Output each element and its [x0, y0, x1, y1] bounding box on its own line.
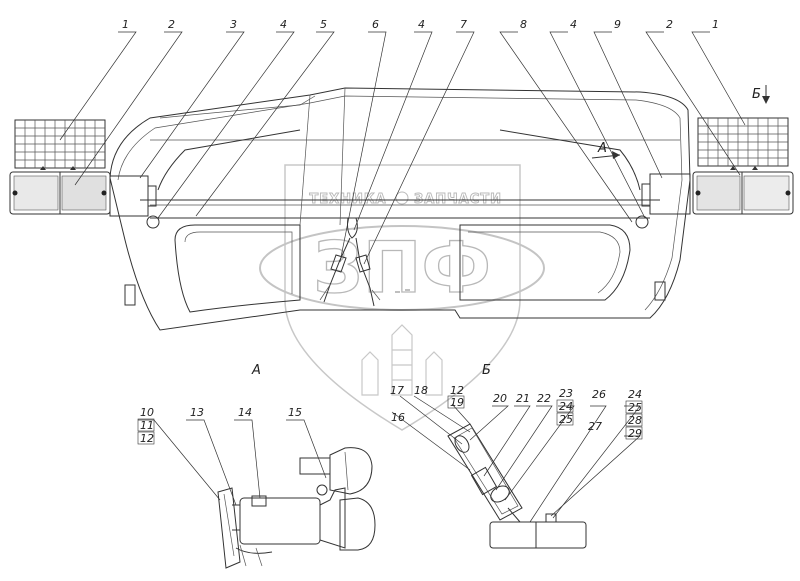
- top-callouts: 1 2 3 4 5 6 4 7 8 4 9 2 1: [59, 18, 746, 265]
- callout-8: 8: [520, 18, 527, 31]
- callout-1-right: 1: [712, 18, 719, 31]
- callout-4-right: 4: [570, 18, 577, 31]
- callout-25b: 25: [628, 401, 642, 414]
- callout-1-left: 1: [122, 18, 129, 31]
- left-lamp-assembly: [9, 119, 157, 217]
- callout-4-left: 4: [280, 18, 287, 31]
- detail-b-title: Б: [482, 363, 491, 378]
- detail-view-a: А 10 11 12 13 14 15: [137, 363, 376, 569]
- callout-9: 9: [614, 18, 621, 31]
- callout-29: 29: [628, 427, 642, 440]
- cab-roof-view: А: [109, 87, 691, 331]
- callout-26: 26: [592, 388, 606, 401]
- callout-2-right: 2: [666, 18, 673, 31]
- callout-24b: 24: [628, 388, 642, 401]
- callout-2-left: 2: [168, 18, 175, 31]
- detail-a-title: А: [251, 363, 261, 378]
- callout-10: 10: [140, 406, 154, 419]
- callout-27: 27: [588, 420, 602, 433]
- view-b-arrow-label: Б: [752, 87, 761, 102]
- callout-19: 19: [450, 396, 464, 409]
- callout-20: 20: [493, 392, 507, 405]
- wiring-harness: [319, 217, 381, 307]
- watermark-logo: ЗПФ: [313, 227, 491, 309]
- right-lamp-assembly: [641, 117, 794, 215]
- callout-6: 6: [372, 18, 379, 31]
- callout-11: 11: [140, 419, 154, 432]
- view-a-flow-label: А: [597, 141, 607, 156]
- callout-4-mid: 4: [418, 18, 425, 31]
- callout-3: 3: [230, 18, 237, 31]
- detail-view-b: Б 16 17 18 12 19 20 21 22 23 24 25: [390, 363, 643, 549]
- callout-12: 12: [140, 432, 154, 445]
- callout-21: 21: [516, 392, 530, 405]
- callout-16: 16: [391, 411, 405, 424]
- callout-18: 18: [414, 384, 428, 397]
- callout-14: 14: [238, 406, 252, 419]
- callout-15: 15: [288, 406, 302, 419]
- view-b-arrow: Б: [752, 85, 770, 104]
- callout-12b: 12: [450, 384, 464, 397]
- callout-24a: 24: [559, 400, 573, 413]
- callout-7: 7: [460, 18, 467, 31]
- callout-22: 22: [537, 392, 551, 405]
- callout-25a: 25: [559, 413, 573, 426]
- callout-5: 5: [320, 18, 327, 31]
- watermark-towers-emblem: [361, 324, 443, 396]
- callout-28: 28: [628, 414, 642, 427]
- callout-17: 17: [390, 384, 404, 397]
- callout-13: 13: [190, 406, 204, 419]
- callout-23: 23: [559, 387, 573, 400]
